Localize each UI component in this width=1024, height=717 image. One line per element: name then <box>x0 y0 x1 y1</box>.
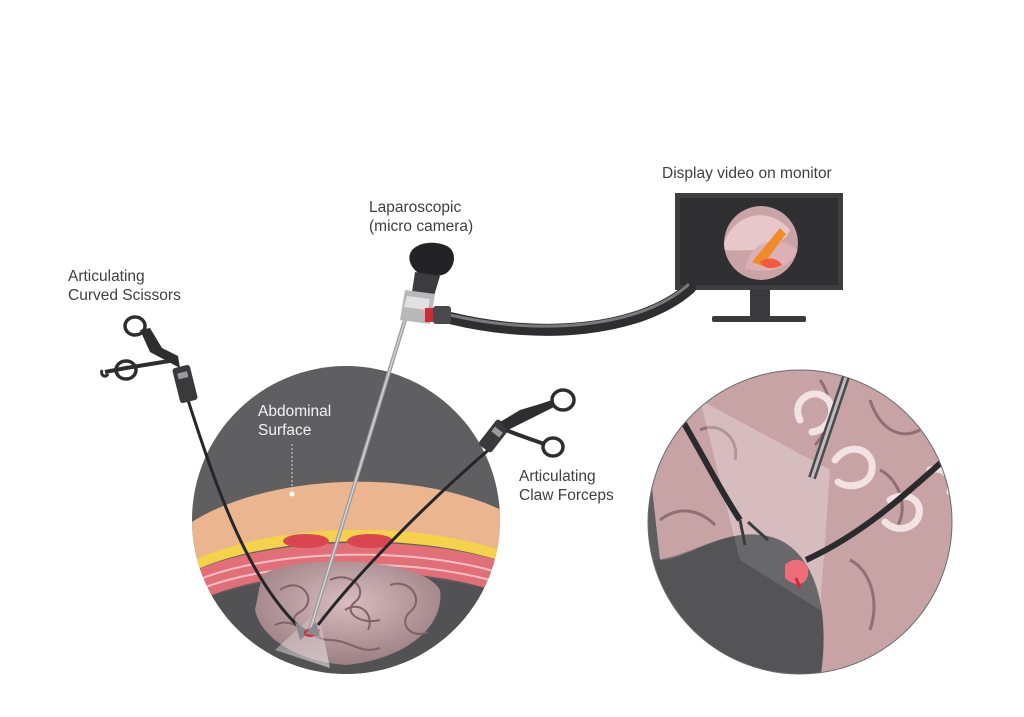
scissors-label: Articulating Curved Scissors <box>68 267 181 305</box>
scissors-label-line1: Articulating <box>68 268 145 285</box>
closeup-scissors-shaft <box>679 418 743 522</box>
camera-cable <box>444 282 696 336</box>
grasped-tissue <box>785 559 809 584</box>
internal-closeup-view <box>647 369 953 675</box>
camera-eyepiece <box>409 242 454 277</box>
abdominal-label-line1: Abdominal <box>258 403 332 420</box>
forceps-label-line2: Claw Forceps <box>519 487 614 504</box>
articulating-scissors-instrument <box>100 315 310 640</box>
camera-connector <box>425 308 435 322</box>
camera-label-line1: Laparoscopic <box>369 199 462 216</box>
camera-cable-highlight <box>448 283 690 328</box>
monitor <box>675 193 843 322</box>
scissors-shaft <box>186 399 302 630</box>
closeup-forceps-shaft <box>804 447 952 563</box>
articulating-forceps-instrument <box>305 388 576 636</box>
fat-layer <box>192 481 500 570</box>
scissors-ring-bottom <box>114 359 138 381</box>
camera-label: Laparoscopic (micro camera) <box>369 198 473 236</box>
monitor-stand-base <box>712 316 806 322</box>
vessel <box>283 534 329 548</box>
forceps-ring-bottom <box>541 436 565 458</box>
abdominal-cross-section <box>192 366 500 674</box>
vessel <box>347 534 393 548</box>
scissors-label-line2: Curved Scissors <box>68 287 181 304</box>
abdominal-surface-label: Abdominal Surface <box>258 402 331 440</box>
forceps-ring-top <box>550 388 576 412</box>
monitor-stand-neck <box>750 289 770 319</box>
forceps-label-line1: Articulating <box>519 468 596 485</box>
monitor-label: Display video on monitor <box>662 164 832 183</box>
scissors-ring-top <box>123 315 147 337</box>
forceps-shaft <box>316 444 494 626</box>
abdominal-label-line2: Surface <box>258 422 312 439</box>
laparoscopic-camera-instrument <box>304 242 454 637</box>
monitor-label-text: Display video on monitor <box>662 165 832 182</box>
monitor-video-image <box>724 206 798 280</box>
forceps-label: Articulating Claw Forceps <box>519 467 614 505</box>
organ-tissue <box>650 370 952 674</box>
camera-label-line2: (micro camera) <box>369 218 474 235</box>
